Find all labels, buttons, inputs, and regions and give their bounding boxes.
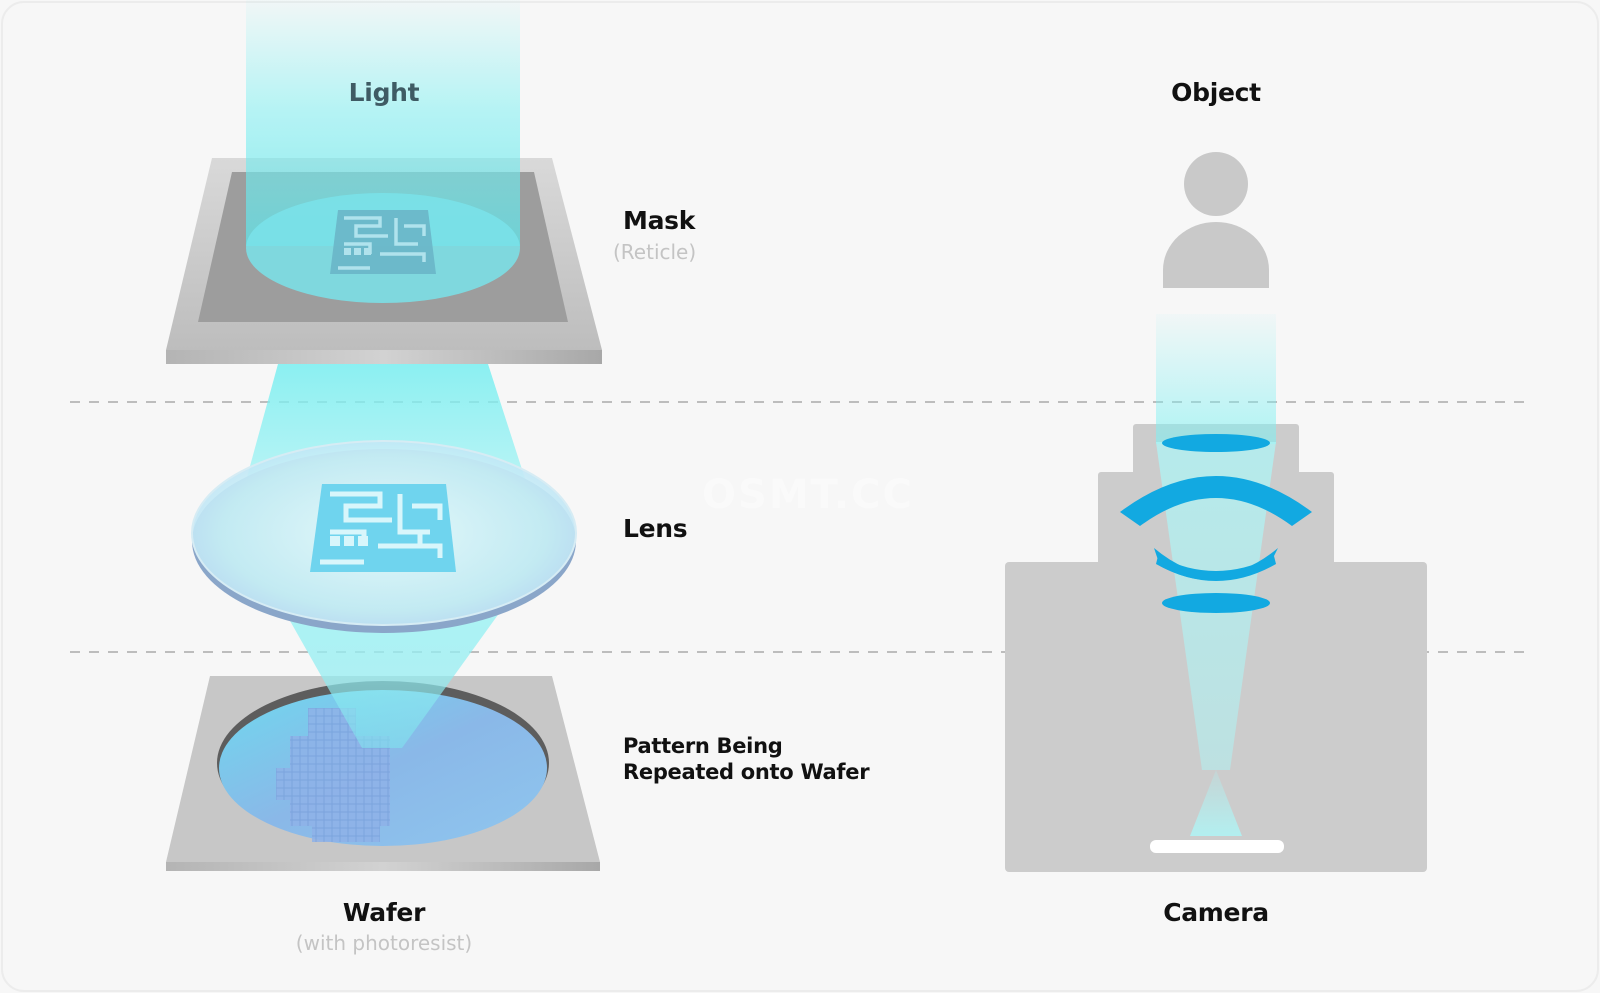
camera-label: Camera (1163, 898, 1269, 927)
watermark-text: OSMT.CC (702, 472, 914, 518)
mask-sublabel: (Reticle) (613, 240, 697, 264)
camera-lens-top-icon (1162, 434, 1270, 452)
object-person-icon (1163, 152, 1269, 288)
camera-sensor (1150, 840, 1284, 853)
repeated-pattern (276, 708, 390, 842)
object-label: Object (1171, 78, 1261, 107)
projection-lens (191, 440, 577, 633)
reticle-pattern (330, 210, 436, 274)
camera-lens-bottom-icon (1162, 593, 1270, 613)
camera-lens-group (1120, 434, 1312, 613)
mask-label: Mask (623, 206, 696, 235)
wafer-label: Wafer (342, 898, 426, 927)
lens-pattern-image (310, 484, 456, 572)
object-light-beam (1156, 314, 1276, 444)
pattern-label-line2: Repeated onto Wafer (623, 760, 870, 784)
pattern-label-line1: Pattern Being (623, 734, 783, 758)
wafer-sublabel: (with photoresist) (295, 931, 473, 955)
beam-lens-to-wafer (285, 612, 500, 748)
lens-label: Lens (623, 514, 688, 543)
camera-light-spread (1190, 770, 1242, 836)
wafer-stage (166, 676, 600, 871)
camera-lens-convex-icon (1120, 476, 1312, 526)
light-label: Light (348, 78, 420, 107)
